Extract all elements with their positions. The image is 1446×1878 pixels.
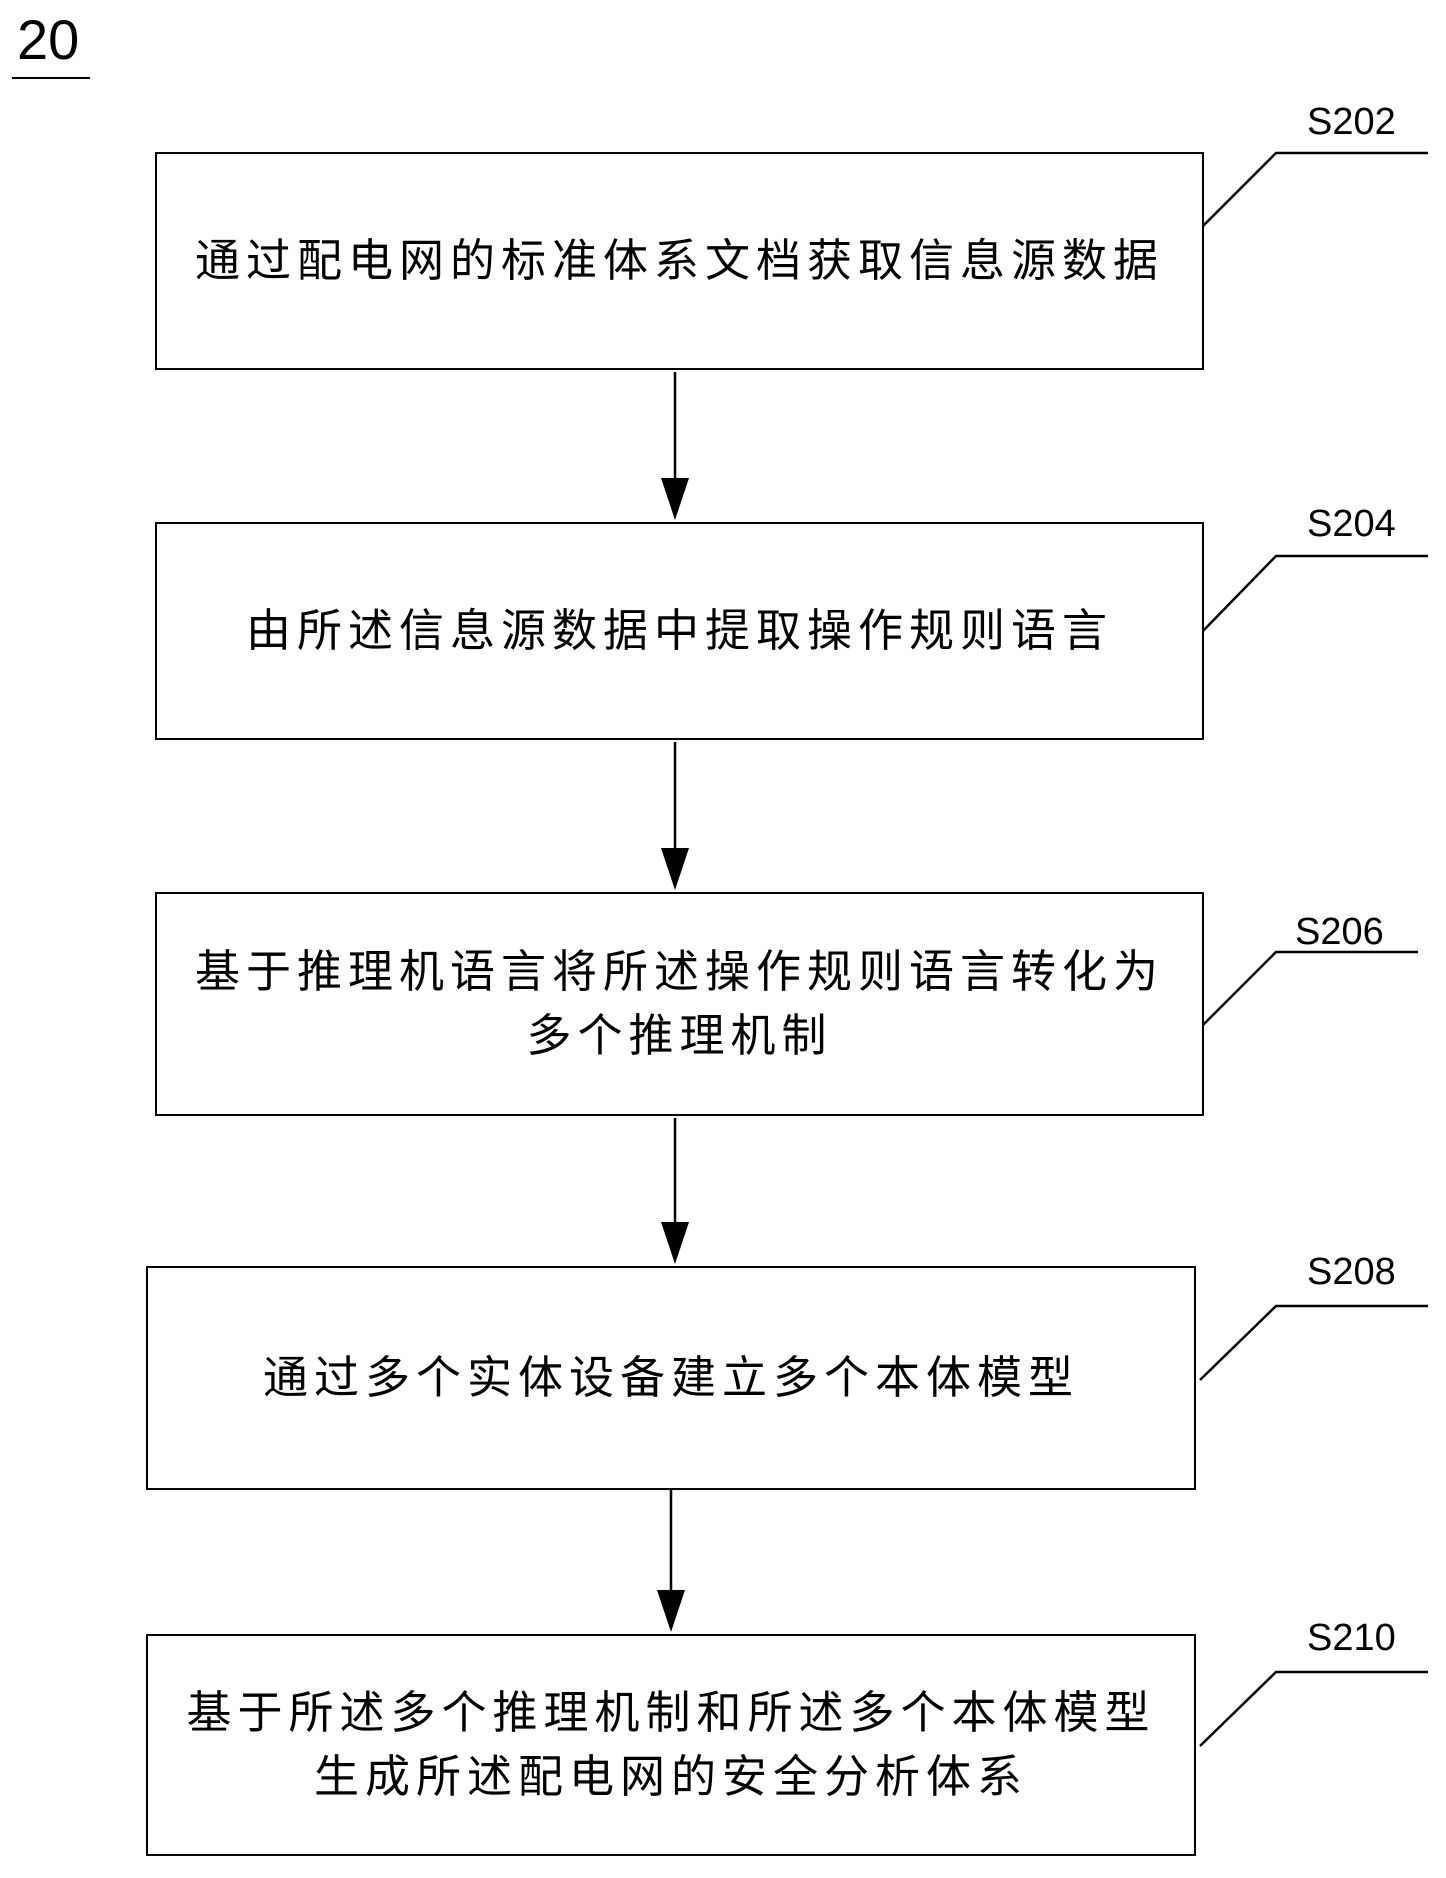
flow-arrow-1	[661, 372, 689, 520]
step-box-s208: 通过多个实体设备建立多个本体模型	[146, 1266, 1196, 1490]
figure-number-underline	[12, 77, 90, 79]
step-text-s202: 通过配电网的标准体系文档获取信息源数据	[194, 234, 1164, 287]
leader-line-s204	[1201, 554, 1428, 633]
step-box-s210: 基于所述多个推理机制和所述多个本体模型生成所述配电网的安全分析体系	[146, 1634, 1196, 1856]
flow-arrow-2	[661, 742, 689, 890]
step-text-s208: 通过多个实体设备建立多个本体模型	[262, 1351, 1079, 1404]
flow-arrow-4	[657, 1486, 685, 1632]
step-label-s202: S202	[1307, 101, 1396, 143]
step-label-s204: S204	[1307, 503, 1396, 545]
step-label-s206: S206	[1295, 911, 1384, 953]
leader-line-s210	[1199, 1670, 1428, 1747]
step-box-s204: 由所述信息源数据中提取操作规则语言	[155, 522, 1204, 740]
leader-line-s202	[1201, 151, 1428, 228]
figure-number: 20	[17, 8, 80, 71]
step-box-s202: 通过配电网的标准体系文档获取信息源数据	[155, 152, 1204, 370]
flow-arrow-3	[661, 1118, 689, 1264]
step-text-s206: 基于推理机语言将所述操作规则语言转化为多个推理机制	[194, 945, 1164, 1062]
step-label-s210: S210	[1307, 1617, 1396, 1659]
step-box-s206: 基于推理机语言将所述操作规则语言转化为多个推理机制	[155, 892, 1204, 1116]
step-label-s208: S208	[1307, 1251, 1396, 1293]
step-text-s210: 基于所述多个推理机制和所述多个本体模型生成所述配电网的安全分析体系	[186, 1686, 1156, 1803]
leader-line-s206	[1201, 950, 1418, 1027]
step-text-s204: 由所述信息源数据中提取操作规则语言	[245, 604, 1113, 657]
leader-line-s208	[1199, 1304, 1428, 1381]
